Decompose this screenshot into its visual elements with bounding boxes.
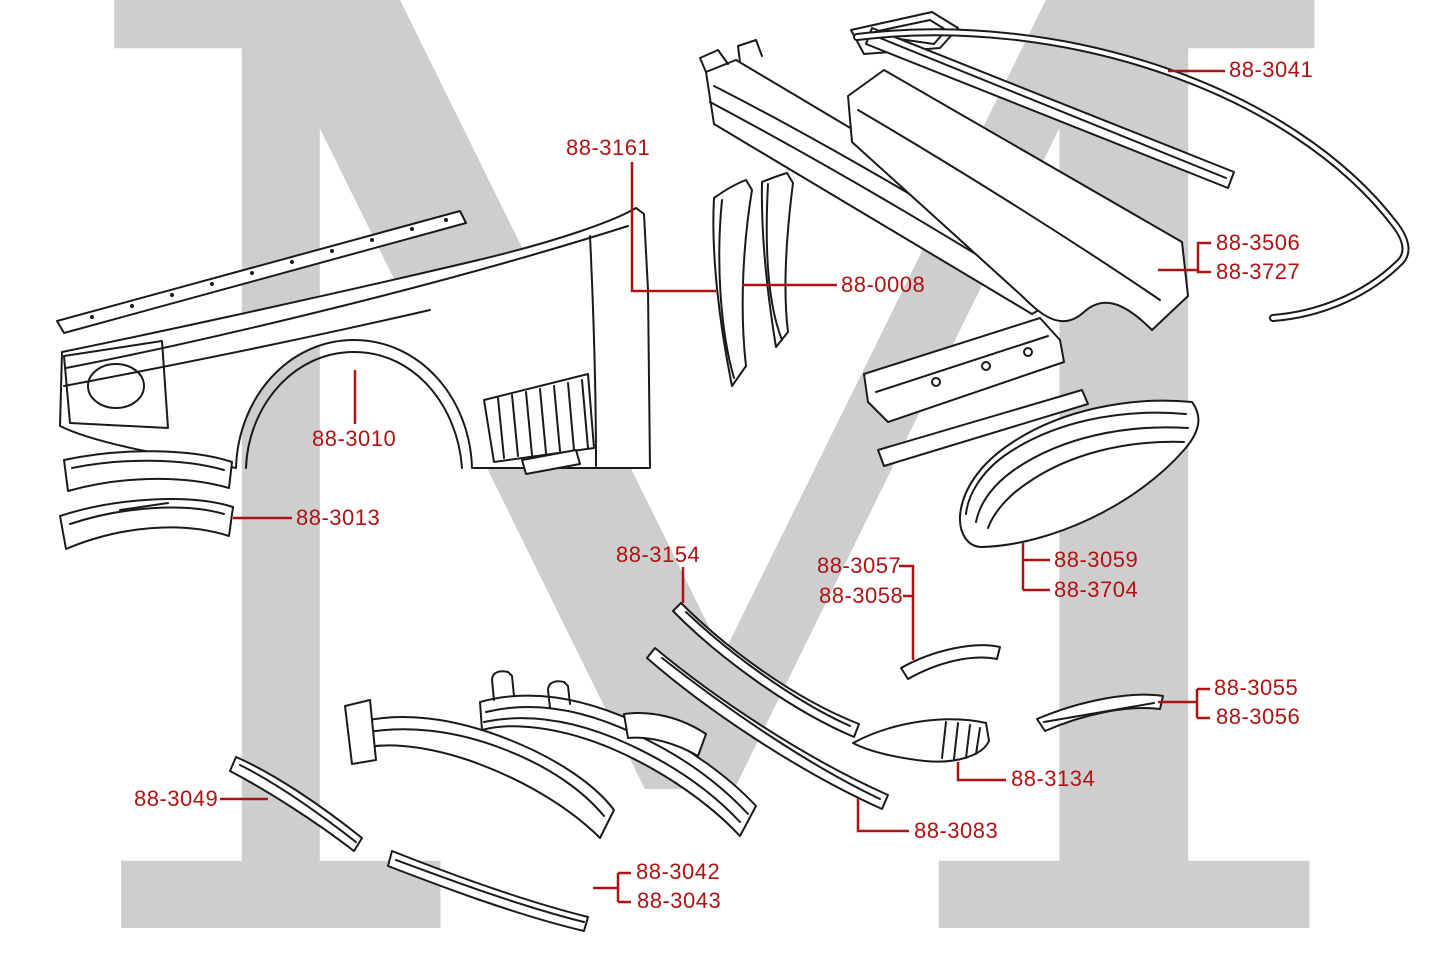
part-label-88-3083: 88-3083 [914, 818, 999, 843]
leader-line-88-3057-3058 [899, 564, 915, 660]
leader-line-88-3055-3056 [1158, 687, 1210, 720]
part-label-88-3013: 88-3013 [296, 505, 381, 530]
clip-dots [90, 218, 448, 319]
part-label-88-3041: 88-3041 [1229, 57, 1314, 82]
leader-line-88-3042-3043 [593, 871, 631, 904]
windshield-molding-drawing [853, 28, 1410, 322]
leader-line-88-3161 [630, 162, 716, 293]
small-molding-drawings [852, 644, 1164, 763]
part-label-88-3161: 88-3161 [566, 135, 651, 160]
leader-line-88-3059-3704 [1021, 543, 1050, 592]
part-label-88-3010: 88-3010 [312, 426, 397, 451]
a-pillar-strip-drawings [712, 172, 794, 387]
part-label-88-3058: 88-3058 [819, 583, 904, 608]
leader-line-88-3083 [856, 798, 909, 833]
part-label-88-0008: 88-0008 [841, 272, 926, 297]
part-label-88-3727: 88-3727 [1216, 259, 1301, 284]
leader-lines-layer [220, 69, 1225, 904]
windshield-frame-assembly-drawing [699, 11, 1235, 331]
part-label-88-3154: 88-3154 [616, 542, 701, 567]
leader-line-88-3134 [956, 762, 1006, 782]
part-label-88-3134: 88-3134 [1011, 766, 1096, 791]
part-label-88-3043: 88-3043 [637, 888, 722, 913]
part-label-88-3704: 88-3704 [1054, 577, 1139, 602]
part-label-88-3049: 88-3049 [134, 786, 219, 811]
part-label-88-3506: 88-3506 [1216, 230, 1301, 255]
part-label-88-3042: 88-3042 [636, 859, 721, 884]
leader-line-88-3506-3727 [1158, 241, 1211, 274]
front-lower-molding-drawings [59, 450, 234, 550]
line-art-layer [56, 11, 1410, 932]
rocker-panel-drawings [863, 317, 1200, 548]
part-label-88-3059: 88-3059 [1054, 547, 1139, 572]
part-label-88-3057: 88-3057 [817, 553, 902, 578]
bumper-parts-drawing [229, 602, 889, 932]
part-label-88-3055: 88-3055 [1214, 675, 1299, 700]
front-fender-drawing [56, 207, 651, 475]
part-label-88-3056: 88-3056 [1216, 704, 1301, 729]
